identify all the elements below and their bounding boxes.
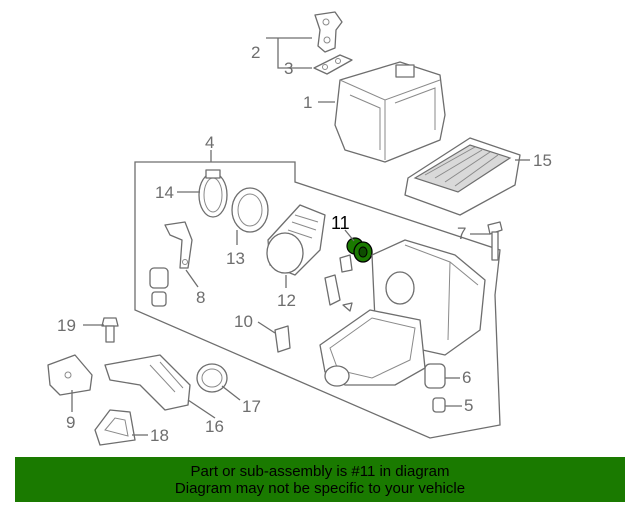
part-3-plate <box>313 54 353 75</box>
lower-case <box>319 309 426 387</box>
callout-13: 13 <box>226 249 245 268</box>
callout-labels: 1 2 3 4 5 6 7 8 9 10 11 12 13 14 15 16 1… <box>57 43 552 445</box>
callout-9: 9 <box>66 413 75 432</box>
part-clips <box>324 254 353 312</box>
callout-1: 1 <box>303 93 312 112</box>
callout-8: 8 <box>196 288 205 307</box>
callout-5: 5 <box>464 396 473 415</box>
callout-11: 11 <box>331 213 350 233</box>
assembly-4-outline <box>134 161 501 439</box>
callout-17: 17 <box>242 397 261 416</box>
part-6-mount <box>424 363 446 389</box>
callout-3: 3 <box>284 59 293 78</box>
parts-diagram: 1 2 3 4 5 6 7 8 9 10 11 12 13 14 15 16 1… <box>47 11 552 446</box>
leader-lines <box>71 37 530 436</box>
part-14-clamp <box>198 169 228 218</box>
part-16-resonator <box>104 354 191 411</box>
callout-15: 15 <box>533 151 552 170</box>
part-8-bracket <box>164 221 193 269</box>
part-19-bolt <box>101 317 119 343</box>
part-10-clip <box>274 325 291 353</box>
part-5-collar <box>432 397 446 413</box>
part-17-ring <box>196 363 228 393</box>
part-7-bolt <box>487 221 503 261</box>
banner-line-1: Part or sub-assembly is #11 in diagram <box>190 462 450 480</box>
info-banner: Part or sub-assembly is #11 in diagram D… <box>15 457 625 502</box>
mount-rubber <box>149 267 169 307</box>
callout-12: 12 <box>277 291 296 310</box>
part-12-intake-duct <box>266 204 326 276</box>
part-1-upper-housing <box>334 61 446 163</box>
part-2-bracket <box>314 11 343 53</box>
part-11-highlighted <box>346 237 373 263</box>
part-15-filter <box>404 137 521 216</box>
callout-7: 7 <box>457 224 466 243</box>
callout-4: 4 <box>205 133 214 152</box>
callout-10: 10 <box>234 312 253 331</box>
part-18-plate <box>94 409 136 446</box>
banner-line-2: Diagram may not be specific to your vehi… <box>174 479 466 497</box>
part-13-seal <box>231 187 269 233</box>
callout-6: 6 <box>462 368 471 387</box>
callout-18: 18 <box>150 426 169 445</box>
callout-19: 19 <box>57 316 76 335</box>
callout-2: 2 <box>251 43 260 62</box>
callout-14: 14 <box>155 183 174 202</box>
callout-16: 16 <box>205 417 224 436</box>
part-9-bracket <box>47 354 93 396</box>
